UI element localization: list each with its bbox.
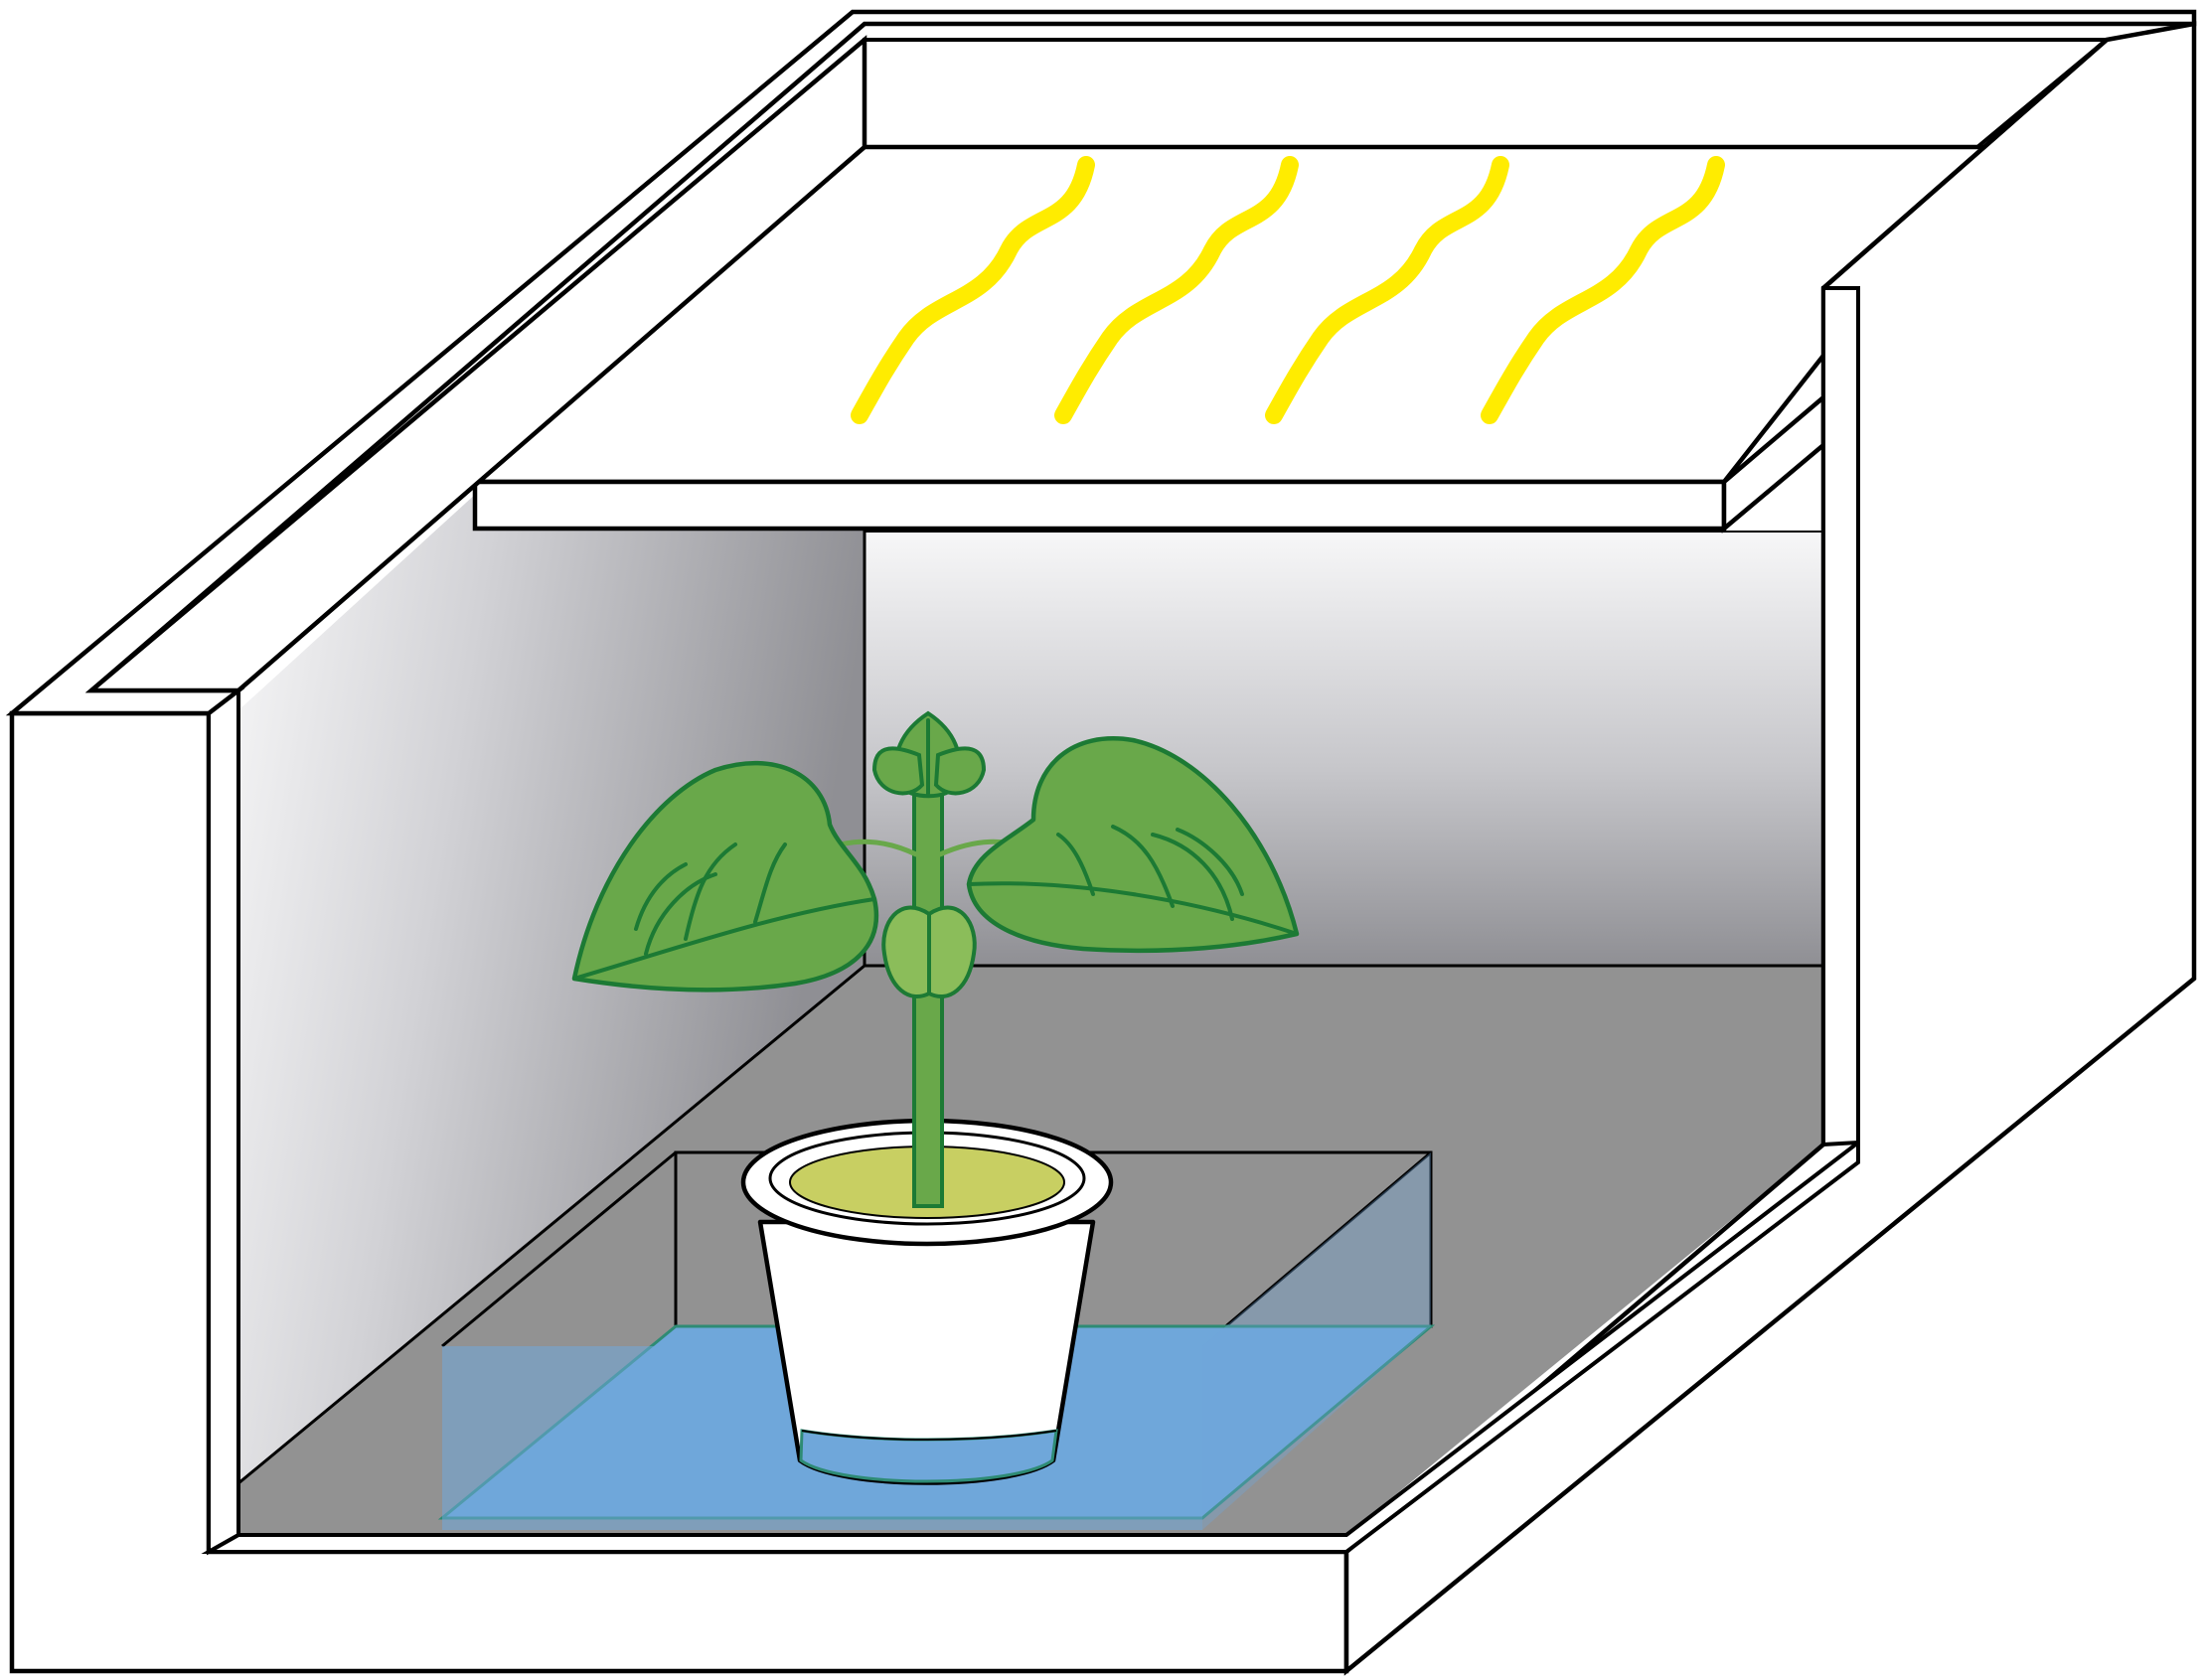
- floor-front-rim: [201, 1138, 1860, 1554]
- bud-leaf-right: [933, 746, 987, 796]
- left-leaf: [571, 760, 879, 993]
- pot-water-line: [799, 1429, 1058, 1483]
- ceiling-inner: [863, 38, 2113, 149]
- light-ray-icon: [1265, 156, 1509, 424]
- left-cotyledon: [881, 905, 931, 999]
- light-ray-icon: [1054, 156, 1299, 424]
- potted-plant: [571, 710, 1300, 1485]
- water-side-face: [1202, 1152, 1431, 1530]
- light-ray-icon: [851, 156, 1095, 424]
- right-cotyledon: [927, 905, 977, 999]
- chamber-frame: [5, 9, 2197, 1676]
- tray-edge: [441, 1150, 677, 1348]
- floor-left-edge: [237, 964, 865, 1485]
- left-wall-top-rim: [5, 9, 2197, 716]
- tray-edge: [1201, 1150, 1432, 1348]
- bud-leaf-left: [871, 746, 925, 796]
- right-leaf: [966, 736, 1300, 954]
- left-wall-edge-face: [207, 686, 240, 1556]
- light-ray-icon: [1481, 156, 1725, 424]
- plant-stem: [912, 793, 944, 1208]
- light-panel-front: [472, 479, 1727, 532]
